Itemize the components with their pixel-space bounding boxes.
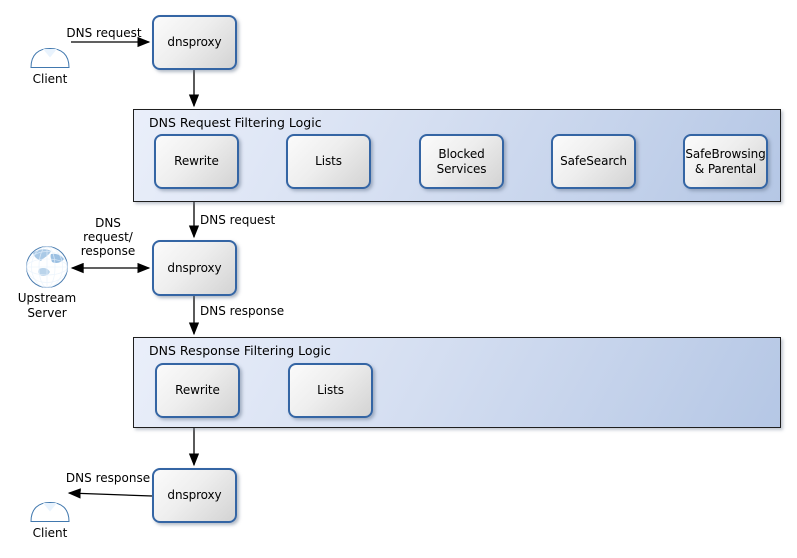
step-lists-request: Lists — [286, 134, 371, 189]
edge-label-upstream-link: DNS request/ response — [74, 216, 142, 258]
step-rewrite-request-label: Rewrite — [174, 154, 219, 168]
step-safesearch-label: SafeSearch — [560, 154, 627, 168]
step-safebrowsing-parental-label: SafeBrowsing & Parental — [685, 146, 766, 176]
dnsproxy-top-node-label: dnsproxy — [167, 35, 222, 49]
person-icon — [29, 469, 71, 522]
edge-label-filtered-request: DNS request — [200, 213, 276, 227]
person-icon — [29, 15, 71, 68]
client-top-label: Client — [32, 72, 68, 86]
arrow-dnsproxy-bottom-to-client — [67, 488, 153, 499]
edge-label-upstream-line3: response — [80, 244, 136, 258]
dns-request-filtering-container: DNS Request Filtering Logic Rewrite List… — [133, 109, 781, 202]
dnsproxy-top-node: dnsproxy — [152, 15, 237, 70]
step-blocked-services-label: Blocked Services — [436, 146, 487, 176]
client-bottom-label: Client — [32, 526, 68, 540]
globe-icon — [25, 245, 69, 289]
step-lists-response: Lists — [288, 363, 373, 418]
dns-response-filtering-title: DNS Response Filtering Logic — [149, 343, 331, 358]
step-lists-response-label: Lists — [317, 383, 344, 397]
step-safesearch: SafeSearch — [551, 134, 636, 189]
step-rewrite-response-label: Rewrite — [175, 383, 220, 397]
dnsproxy-middle-node-label: dnsproxy — [167, 260, 222, 275]
edge-label-client-request: DNS request — [66, 26, 142, 40]
step-lists-request-label: Lists — [315, 154, 342, 168]
edge-label-client-response: DNS response — [65, 471, 151, 485]
step-rewrite-response: Rewrite — [155, 363, 240, 418]
step-rewrite-request: Rewrite — [154, 134, 239, 189]
dnsproxy-bottom-node-label: dnsproxy — [167, 488, 222, 502]
upstream-server-label: Upstream Server — [17, 291, 77, 320]
edge-label-proxy-response: DNS response — [200, 304, 285, 318]
edge-label-upstream-line1: DNS — [95, 216, 121, 230]
dnsproxy-bottom-node: dnsproxy — [152, 468, 237, 523]
step-safebrowsing-parental: SafeBrowsing & Parental — [683, 134, 768, 189]
dnsproxy-middle-node: dnsproxy — [152, 240, 237, 296]
dns-request-filtering-title: DNS Request Filtering Logic — [149, 115, 322, 130]
dns-response-filtering-container: DNS Response Filtering Logic Rewrite Lis… — [133, 337, 781, 428]
edge-label-upstream-line2: request/ — [83, 230, 133, 244]
step-blocked-services: Blocked Services — [419, 134, 504, 189]
